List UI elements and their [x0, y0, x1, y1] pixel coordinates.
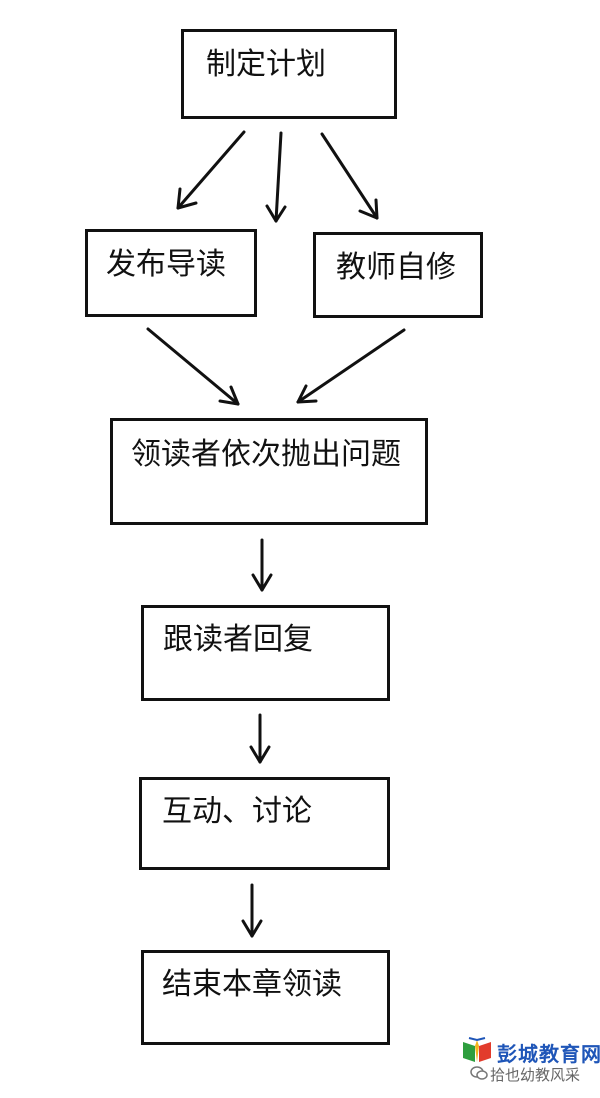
node-leader	[110, 418, 428, 525]
node-follower-label: 跟读者回复	[163, 622, 313, 657]
watermark-subtitle: 拾也幼教风采	[490, 1066, 581, 1084]
node-self-study	[313, 232, 483, 318]
node-guide-label: 发布导读	[106, 247, 226, 282]
node-plan-label: 制定计划	[206, 47, 326, 82]
node-end-label: 结束本章领读	[162, 967, 342, 1002]
book-logo-icon	[463, 1037, 491, 1062]
node-plan	[181, 29, 397, 119]
node-discuss	[139, 777, 390, 870]
node-guide	[85, 229, 257, 317]
arrow-guide-to-leader	[146, 327, 240, 406]
node-end	[141, 950, 390, 1045]
wechat-icon	[470, 1066, 488, 1080]
node-self-study-label: 教师自修	[336, 250, 456, 285]
node-discuss-label: 互动、讨论	[162, 794, 312, 829]
arrow-plan-to-middle	[265, 131, 287, 223]
arrow-plan-to-self-study	[320, 132, 379, 220]
arrow-self-study-to-leader	[296, 328, 406, 404]
node-leader-label: 领读者依次抛出问题	[131, 437, 401, 472]
arrow-discuss-to-end	[241, 883, 263, 938]
arrow-plan-to-guide	[176, 130, 246, 210]
arrow-leader-to-follower	[251, 538, 273, 592]
arrow-follower-to-discuss	[249, 713, 271, 764]
node-follower	[141, 605, 390, 701]
watermark-title: 彭城教育网	[497, 1042, 600, 1066]
